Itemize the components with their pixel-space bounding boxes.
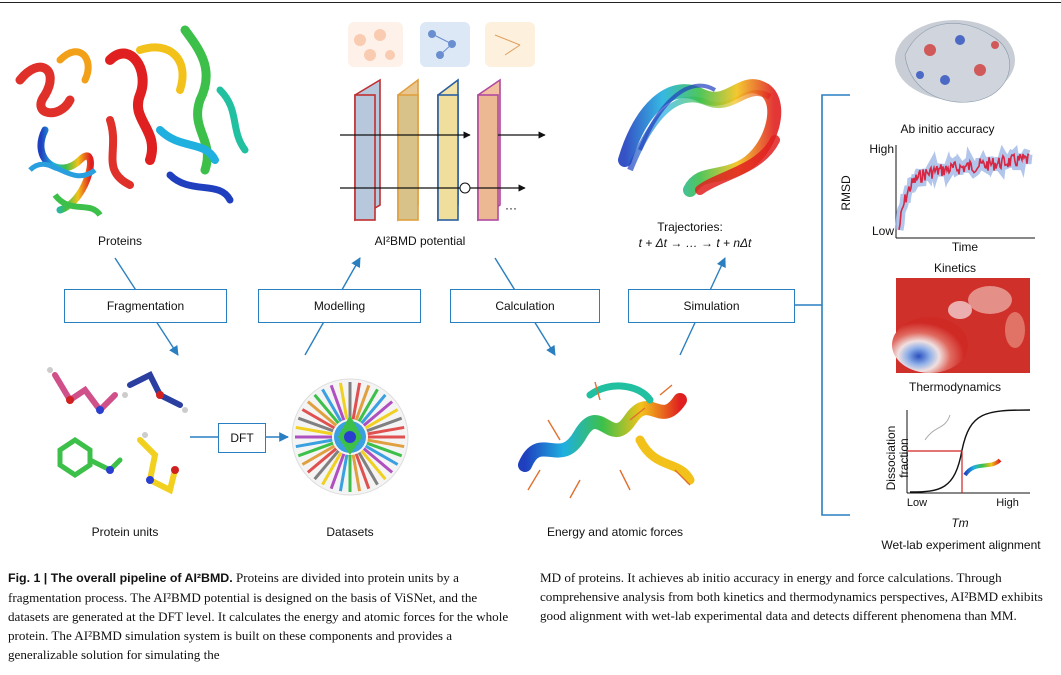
dataset-spoke (321, 451, 343, 486)
datasets-illustration (291, 378, 409, 496)
top-rule (0, 2, 1061, 3)
potential-label: AI²BMD potential (374, 234, 466, 248)
dataset-spoke (297, 441, 334, 458)
dataset-spoke (360, 393, 387, 425)
energy-forces-label: Energy and atomic forces (546, 525, 684, 539)
dataset-spoke (360, 449, 387, 481)
caption-left-text: Proteins are divided into protein units … (8, 570, 509, 662)
dataset-spoke (321, 388, 343, 423)
dataset-spoke (351, 454, 362, 492)
dissociation-axis-label: Dissociation fraction (884, 425, 911, 491)
dataset-spoke (366, 441, 403, 458)
proteins-illustration (15, 25, 249, 217)
protein-units-illustration (47, 367, 188, 495)
tm-label: Tm (951, 516, 969, 530)
thermodynamics-label: Thermodynamics (908, 380, 1002, 394)
dataset-spoke (329, 453, 346, 490)
dataset-spoke (364, 408, 399, 430)
kinetics-label: Kinetics (933, 261, 977, 275)
dissociation-high-label: High (996, 497, 1019, 509)
energy-forces-illustration (518, 381, 695, 499)
step-simulation: Simulation (628, 289, 795, 323)
dataset-spoke (306, 400, 338, 427)
outcome-bracket (795, 94, 850, 516)
pipeline-figure: ··· (15, 20, 1035, 516)
kinetics-heatmap (892, 278, 1030, 373)
protein-units-label: Protein units (91, 525, 159, 539)
step-fragmentation: Fragmentation (64, 289, 227, 323)
dataset-spoke (351, 382, 362, 420)
dataset-spoke (301, 444, 336, 466)
proteins-label: Proteins (97, 234, 143, 248)
dataset-spoke (313, 393, 340, 425)
rmsd-chart (894, 144, 1035, 239)
ab-initio-illustration (895, 20, 1015, 103)
dataset-spoke (295, 438, 333, 449)
dataset-spoke (338, 454, 349, 492)
caption-right: MD of proteins. It achieves ab initio ac… (540, 570, 1043, 623)
step-dft: DFT (218, 423, 266, 453)
trajectories-formula: t + Δt → … → t + nΔt (638, 236, 752, 250)
dataset-spoke (297, 416, 334, 433)
rmsd-low-label: Low (871, 224, 894, 238)
datasets-label: Datasets (326, 525, 374, 539)
trajectories-title: Trajectories: (657, 220, 723, 234)
potential-illustration: ··· (340, 22, 546, 222)
time-axis-label: Time (951, 240, 979, 254)
rmsd-axis-label: RMSD (839, 175, 853, 211)
dataset-spoke (295, 425, 333, 436)
dataset-spoke (329, 384, 346, 421)
rmsd-high-label: High (869, 142, 894, 156)
ab-initio-label: Ab initio accuracy (900, 122, 995, 136)
dissociation-low-label: Low (906, 497, 928, 509)
dataset-spoke (306, 447, 338, 474)
dataset-spoke (354, 384, 371, 421)
svg-text:···: ··· (505, 201, 517, 215)
dataset-spoke (366, 416, 403, 433)
dataset-spoke (357, 451, 379, 486)
caption-left: Fig. 1 | The overall pipeline of AI²BMD.… (8, 568, 520, 664)
dataset-spoke (313, 449, 340, 481)
trajectories-illustration (618, 79, 782, 197)
step-modelling: Modelling (258, 289, 421, 323)
dataset-spoke (354, 453, 371, 490)
dataset-spoke (301, 408, 336, 430)
dataset-spoke (357, 388, 379, 423)
dataset-spoke (367, 425, 405, 436)
dissociation-chart (906, 409, 1031, 494)
wetlab-label: Wet-lab experiment alignment (881, 538, 1041, 552)
dataset-spoke (362, 400, 394, 427)
dataset-spoke (367, 438, 405, 449)
figure-label: Fig. 1 | The overall pipeline of AI²BMD. (8, 571, 233, 585)
dataset-spoke (364, 444, 399, 466)
dataset-spoke (338, 382, 349, 420)
step-calculation: Calculation (450, 289, 600, 323)
dataset-spoke (362, 447, 394, 474)
